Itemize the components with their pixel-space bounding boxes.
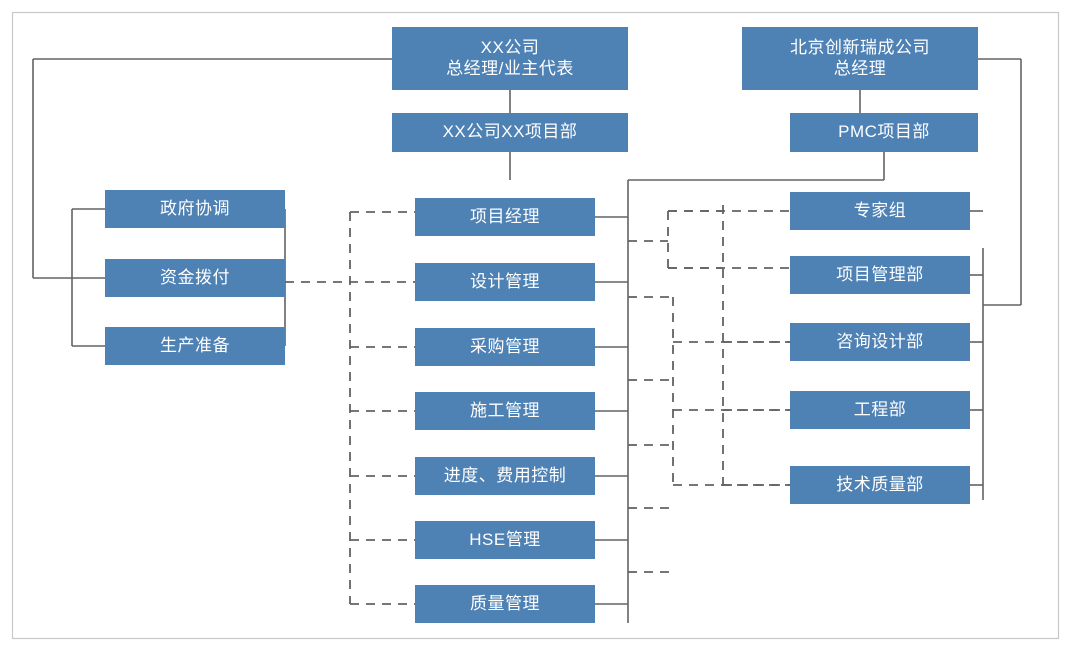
node-engineering[interactable]: 工程部 [790,391,970,429]
node-tech-quality[interactable]: 技术质量部 [790,466,970,504]
node-quality-mgmt[interactable]: 质量管理 [415,585,595,623]
node-gov-coord[interactable]: 政府协调 [105,190,285,228]
node-cost-control[interactable]: 进度、费用控制 [415,457,595,495]
dashed-connector-layer [285,205,790,605]
node-expert-group[interactable]: 专家组 [790,192,970,230]
node-owner-gm[interactable]: XX公司 总经理/业主代表 [392,27,628,90]
node-construct-mgmt[interactable]: 施工管理 [415,392,595,430]
node-owner-project[interactable]: XX公司XX项目部 [392,113,628,152]
node-pmc-project[interactable]: PMC项目部 [790,113,978,152]
node-hse-mgmt[interactable]: HSE管理 [415,521,595,559]
diagram-frame [11,11,1060,640]
node-design-mgmt[interactable]: 设计管理 [415,263,595,301]
node-consult-design[interactable]: 咨询设计部 [790,323,970,361]
node-fund-alloc[interactable]: 资金拨付 [105,259,285,297]
node-pm-dept[interactable]: 项目管理部 [790,256,970,294]
node-prod-prep[interactable]: 生产准备 [105,327,285,365]
node-project-manager[interactable]: 项目经理 [415,198,595,236]
node-pmc-gm[interactable]: 北京创新瑞成公司 总经理 [742,27,978,90]
node-procure-mgmt[interactable]: 采购管理 [415,328,595,366]
